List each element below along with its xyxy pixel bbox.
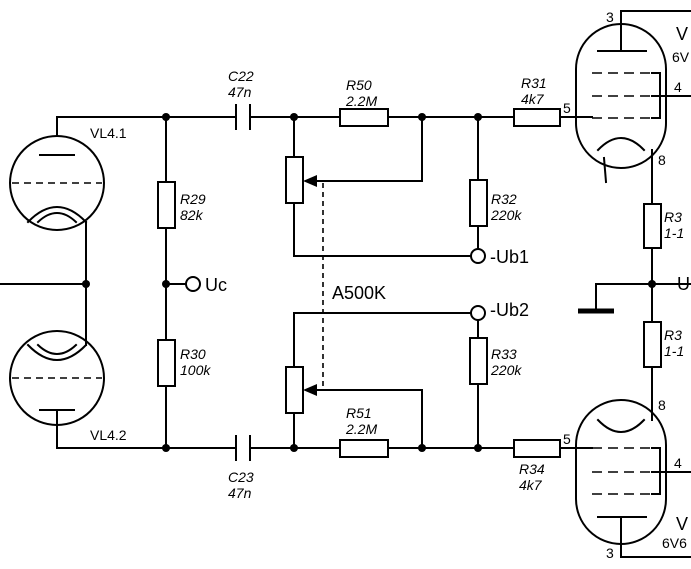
junction-dot xyxy=(82,280,90,288)
resistor-r32 xyxy=(469,179,488,227)
capacitor-c22 xyxy=(235,104,251,130)
terminal-ub2-label: -Ub2 xyxy=(490,300,529,320)
pin-label: 5 xyxy=(563,431,571,447)
tube-label-bottom-prefix: V xyxy=(676,514,688,534)
pin-label: 8 xyxy=(658,397,666,413)
terminal-ub1-label: -Ub1 xyxy=(490,247,529,267)
r32-ref: R32 xyxy=(491,191,517,207)
r36-ref: R3 xyxy=(664,209,682,225)
resistor-r34 xyxy=(513,439,561,458)
resistor-r36 xyxy=(643,203,662,249)
tube-label-vl4-1: VL4.1 xyxy=(90,125,127,141)
c22-value: 47n xyxy=(228,84,252,100)
triode-vl4-1 xyxy=(9,116,105,231)
resistor-r51 xyxy=(339,439,389,458)
r29-ref: R29 xyxy=(180,191,206,207)
r30-value: 100k xyxy=(180,362,211,378)
tube-label-top-prefix: V xyxy=(676,24,688,44)
r37-ref: R3 xyxy=(664,327,682,343)
potentiometer-top xyxy=(285,156,304,204)
junction-dot xyxy=(162,280,170,288)
resistor-r31 xyxy=(513,108,561,127)
potentiometer-bottom xyxy=(285,366,304,414)
r51-ref: R51 xyxy=(346,405,372,421)
pin-label: 3 xyxy=(606,9,614,25)
junction-dot xyxy=(648,280,656,288)
pin-label: 4 xyxy=(674,455,682,471)
pot-label: A500K xyxy=(332,283,386,303)
resistor-r37 xyxy=(643,321,662,368)
r50-ref: R50 xyxy=(346,77,372,93)
r36-value: 1-1 xyxy=(664,225,684,241)
r34-value: 4k7 xyxy=(519,477,543,493)
c23-value: 47n xyxy=(228,485,252,501)
resistor-r30 xyxy=(157,339,176,387)
r29-value: 82k xyxy=(180,207,204,223)
pin-label: 8 xyxy=(658,152,666,168)
resistor-r50 xyxy=(339,108,389,127)
c23-ref: C23 xyxy=(228,469,254,485)
r33-value: 220k xyxy=(490,362,522,378)
capacitor-c23 xyxy=(235,435,251,461)
triode-vl4-2 xyxy=(9,330,105,449)
resistor-r33 xyxy=(469,337,488,385)
tube-label-vl4-2: VL4.2 xyxy=(90,427,127,443)
r51-value: 2.2M xyxy=(345,421,377,437)
terminal-u-label: U xyxy=(677,274,690,294)
pin-label: 3 xyxy=(606,545,614,561)
pin-label: 5 xyxy=(563,100,571,116)
tube-label-top-type: 6V xyxy=(672,49,690,65)
wiper-arrow xyxy=(303,384,317,396)
r50-value: 2.2M xyxy=(345,93,377,109)
c22-ref: C22 xyxy=(228,68,254,84)
terminal-uc xyxy=(185,276,201,292)
terminal-ub2 xyxy=(470,305,486,321)
r33-ref: R33 xyxy=(491,346,517,362)
wiper-arrow xyxy=(303,175,317,187)
r31-value: 4k7 xyxy=(521,91,545,107)
resistor-r29 xyxy=(157,181,176,229)
tube-label-bottom-type: 6V6 xyxy=(662,535,687,551)
pin-label: 4 xyxy=(674,79,682,95)
r31-ref: R31 xyxy=(521,75,547,91)
r30-ref: R30 xyxy=(180,346,206,362)
r34-ref: R34 xyxy=(519,461,545,477)
r32-value: 220k xyxy=(490,207,522,223)
r37-value: 1-1 xyxy=(664,343,684,359)
terminal-uc-label: Uc xyxy=(205,275,227,295)
terminal-ub1 xyxy=(470,248,486,264)
